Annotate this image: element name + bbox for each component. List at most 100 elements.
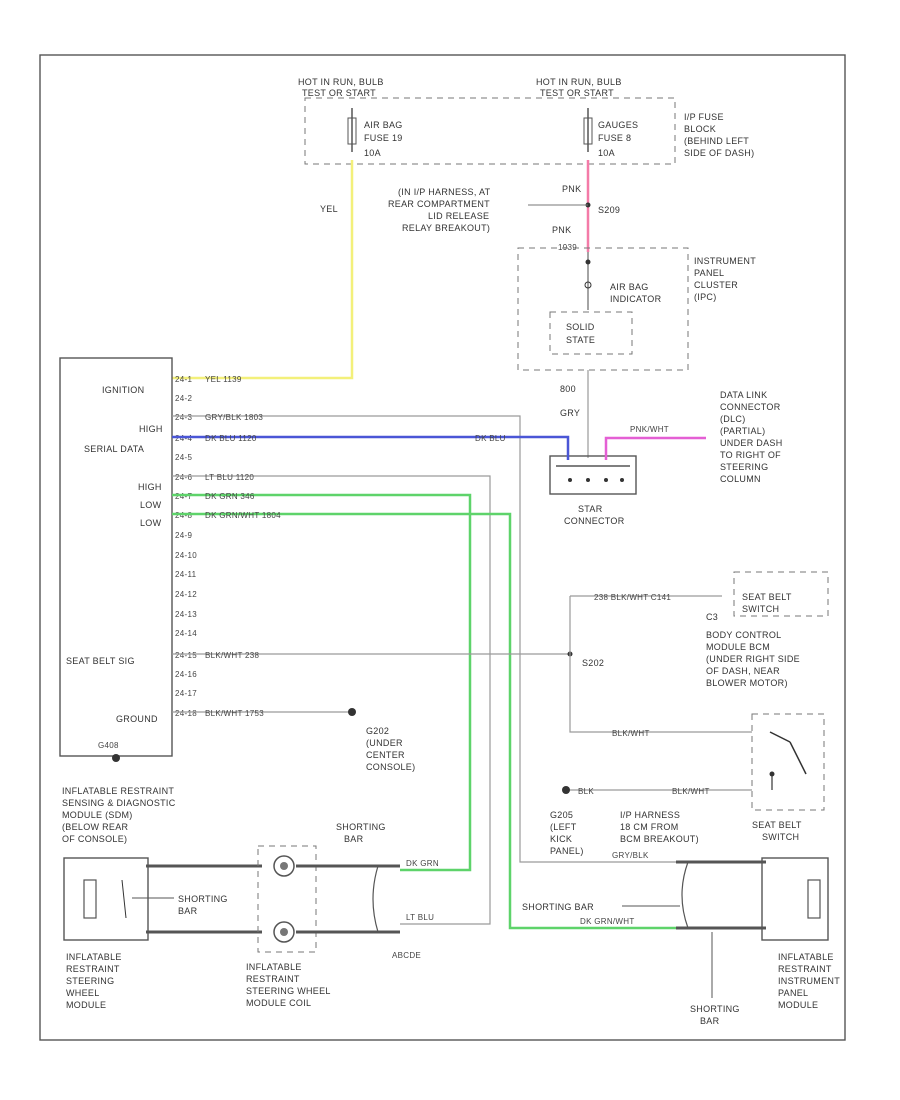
code-label: ABCDE	[392, 951, 421, 960]
sdm-pin-18: 24-18	[175, 709, 197, 718]
bcm-seatbelt-wire	[569, 596, 752, 733]
dlc-wire	[604, 436, 706, 460]
fuse-right: GAUGES FUSE 8 10A	[583, 108, 638, 158]
sdm-pin-15: 24-15	[175, 651, 197, 660]
pin-high2-label: HIGH	[138, 482, 162, 492]
g205-labels: G205 (LEFT KICK PANEL)	[550, 810, 584, 856]
pin-ground-label: GROUND	[116, 714, 158, 724]
sdm-pin-2: 24-2	[175, 394, 192, 403]
ip-fuse-block-line1: I/P FUSE	[684, 112, 724, 122]
svg-text:RESTRAINT: RESTRAINT	[778, 964, 832, 974]
ip-shorting-bar-labels: SHORTING BAR	[690, 1004, 740, 1026]
svg-text:TO RIGHT OF: TO RIGHT OF	[720, 450, 781, 460]
svg-text:SHORTING: SHORTING	[690, 1004, 740, 1014]
ip-fuse-block-line3: (BEHIND LEFT	[684, 136, 749, 146]
svg-text:(UNDER: (UNDER	[366, 738, 403, 748]
steering-coil-labels: INFLATABLE RESTRAINT STEERING WHEEL MODU…	[246, 962, 331, 1008]
svg-text:SENSING & DIAGNOSTIC: SENSING & DIAGNOSTIC	[62, 798, 176, 808]
seat-belt-switch-line1: SEAT BELT	[752, 820, 802, 830]
ipc-pin-dot	[585, 259, 591, 265]
ip-fuse-block-outline	[304, 97, 676, 165]
svg-text:I/P HARNESS: I/P HARNESS	[620, 810, 680, 820]
steering-coil-box	[257, 845, 317, 953]
sdm-pin-labels: 24-124-224-324-424-524-624-724-824-924-1…	[175, 375, 197, 718]
svg-text:MODULE (SDM): MODULE (SDM)	[62, 810, 133, 820]
airbag-indicator-line2: INDICATOR	[610, 294, 662, 304]
gry-blk-wire	[172, 415, 676, 863]
svg-text:G202: G202	[366, 726, 389, 736]
svg-text:BODY CONTROL: BODY CONTROL	[706, 630, 781, 640]
dkblu-right-label: DK BLU	[475, 434, 506, 443]
svg-text:(PARTIAL): (PARTIAL)	[720, 426, 765, 436]
svg-text:INSTRUMENT: INSTRUMENT	[778, 976, 840, 986]
ipc-label-2: PANEL	[694, 268, 724, 278]
solid-state-line2: STATE	[566, 335, 595, 345]
svg-text:OF DASH, NEAR: OF DASH, NEAR	[706, 666, 780, 676]
svg-text:18 CM FROM: 18 CM FROM	[620, 822, 679, 832]
fuse-right-num: FUSE 8	[598, 133, 631, 143]
lt-blu-bottom-label: LT BLU	[406, 913, 434, 922]
sdm-pin-3: 24-3	[175, 413, 192, 422]
seat-belt-switch-box	[751, 713, 825, 811]
svg-text:WHEEL: WHEEL	[66, 988, 100, 998]
star-connector[interactable]	[549, 455, 637, 495]
svg-text:STEERING WHEEL: STEERING WHEEL	[246, 986, 331, 996]
ip-fuse-block-line2: BLOCK	[684, 124, 716, 134]
fuse-right-hot-label: HOT IN RUN, BULB	[536, 77, 622, 87]
gry-blk-right-label: GRY/BLK	[612, 851, 649, 860]
sdm-pin-9: 24-9	[175, 531, 192, 540]
dk-grn-wht-wire	[172, 512, 676, 930]
svg-text:MODULE BCM: MODULE BCM	[706, 642, 770, 652]
ipc-outline	[517, 247, 689, 371]
sdm-pin-16: 24-16	[175, 670, 197, 679]
svg-text:UNDER DASH: UNDER DASH	[720, 438, 783, 448]
ip-harness-note-4: RELAY BREAKOUT)	[402, 223, 490, 233]
ip-shorting-bar	[681, 861, 689, 929]
diagram-frame	[39, 54, 846, 1041]
svg-text:PANEL: PANEL	[778, 988, 808, 998]
ipc-wire-num: 800	[560, 384, 576, 394]
bcm-wire-label: 238 BLK/WHT C141	[594, 593, 671, 602]
svg-text:MODULE: MODULE	[66, 1000, 106, 1010]
w3-label: GRY/BLK 1803	[205, 413, 263, 422]
svg-text:PANEL): PANEL)	[550, 846, 584, 856]
dlc-wire-color: PNK/WHT	[630, 425, 669, 434]
seat-belt-switch-contact[interactable]	[789, 741, 807, 775]
coil-shorting-bar	[372, 865, 379, 933]
svg-text:OF CONSOLE): OF CONSOLE)	[62, 834, 127, 844]
dk-grn-bottom-label: DK GRN	[406, 859, 439, 868]
svg-text:BCM BREAKOUT): BCM BREAKOUT)	[620, 834, 699, 844]
shorting-bar-2-line2: BAR	[344, 834, 364, 844]
sdm-pin-6: 24-6	[175, 473, 192, 482]
w1-label: YEL 1139	[205, 375, 242, 384]
fuse-left-hot-label: HOT IN RUN, BULB	[298, 77, 384, 87]
pnk-label-2: PNK	[552, 225, 571, 235]
g205-ground-dot	[562, 786, 570, 794]
bcm-c-label: C3	[706, 612, 718, 622]
svg-text:(UNDER RIGHT SIDE: (UNDER RIGHT SIDE	[706, 654, 800, 664]
seat-belt-switch-line2: SWITCH	[762, 832, 799, 842]
pnk-splice-label: S209	[598, 205, 620, 215]
star-connector-line2: CONNECTOR	[564, 516, 625, 526]
ip-harness-g-labels: I/P HARNESS 18 CM FROM BCM BREAKOUT)	[620, 810, 699, 844]
ip-harness-note-1: (IN I/P HARNESS, AT	[398, 187, 491, 197]
lt-blu-wire	[172, 475, 491, 925]
sdm-pin-7: 24-7	[175, 492, 192, 501]
pin-low2-label: LOW	[140, 518, 162, 528]
ipc-label-1: INSTRUMENT	[694, 256, 756, 266]
sdm-pin-4: 24-4	[175, 434, 192, 443]
yel-wire-label: YEL	[320, 204, 338, 214]
solid-state-line1: SOLID	[566, 322, 595, 332]
star-connector-line1: STAR	[578, 504, 603, 514]
bcm-seat-belt-box	[733, 571, 829, 617]
svg-text:INFLATABLE: INFLATABLE	[778, 952, 834, 962]
svg-text:CONNECTOR: CONNECTOR	[720, 402, 781, 412]
svg-text:BAR: BAR	[700, 1016, 720, 1026]
sdm-pin-17: 24-17	[175, 689, 197, 698]
svg-text:BLOWER MOTOR): BLOWER MOTOR)	[706, 678, 788, 688]
fuse-right-name: GAUGES	[598, 120, 638, 130]
ipc-label-3: CLUSTER	[694, 280, 738, 290]
bcm-seatbelt-line2: SWITCH	[742, 604, 779, 614]
